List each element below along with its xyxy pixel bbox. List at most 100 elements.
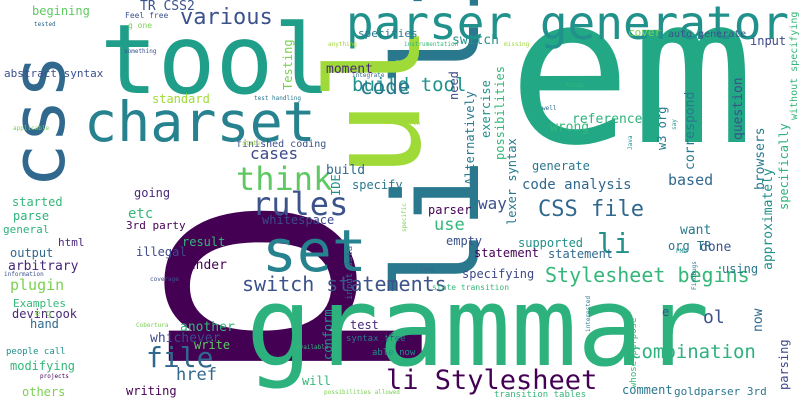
- word-arbitrary: arbitrary: [8, 259, 79, 274]
- word-whitespace: whitespace: [262, 213, 335, 227]
- word-parsing: parsing: [777, 339, 791, 390]
- word-exercise: exercise: [479, 80, 493, 138]
- word-hand: hand: [30, 317, 59, 331]
- word-input-data: input data: [345, 245, 355, 300]
- word-cover: cover: [628, 26, 662, 39]
- word-statement: statement: [548, 247, 614, 261]
- word-static: static: [372, 332, 394, 339]
- word-li-stylesheet: li Stylesheet: [386, 365, 598, 396]
- word-moment: moment: [326, 62, 373, 77]
- word-file: file: [146, 341, 214, 374]
- word-anything: anything: [328, 41, 357, 48]
- word-specific: specific: [401, 203, 408, 232]
- word-able-now: able now: [372, 348, 416, 358]
- word-done: done: [700, 240, 732, 255]
- word-supported: supported: [518, 236, 584, 250]
- word-switch: switch: [452, 33, 499, 48]
- word-html: html: [58, 236, 85, 249]
- word-want: want: [680, 223, 712, 238]
- word-kinds: kinds: [566, 82, 585, 89]
- word-examples: Examples: [13, 297, 66, 310]
- word-parse: parse: [13, 209, 50, 223]
- word-charset: charset: [84, 90, 316, 154]
- word-worth: worth: [402, 120, 421, 127]
- word-write: write: [194, 338, 231, 352]
- word-possibilities-allowed: possibilities allowed: [324, 389, 400, 396]
- word-illegal: illegal: [136, 245, 187, 259]
- word-generate: generate: [532, 159, 590, 173]
- word-code-analysis: code analysis: [522, 177, 632, 193]
- word-plugin: plugin: [10, 276, 65, 294]
- word-render: render: [180, 258, 227, 273]
- word-alternatively: Alternatively: [463, 91, 477, 185]
- word-syntax-tree: syntax tree: [346, 334, 406, 344]
- word-devincook: devincook: [12, 307, 78, 321]
- word-statement-2: statement: [474, 246, 540, 260]
- word-something: something: [124, 48, 157, 55]
- word-feel-free: Feel free: [125, 11, 169, 20]
- word-empty: empty: [446, 234, 483, 248]
- word-applicable: applicable: [13, 125, 50, 132]
- word-others: others: [22, 385, 66, 399]
- word-coverage: coverage: [150, 276, 179, 283]
- word-output: output: [10, 246, 54, 260]
- word-general: general: [3, 223, 50, 236]
- word-ide: IDE: [329, 174, 343, 196]
- word-wrong: wrong: [550, 120, 590, 135]
- word-question: question: [731, 77, 746, 140]
- word-parser-generator: parser generator: [346, 0, 790, 50]
- word-combination: combination: [630, 341, 756, 363]
- word-lexer-syntax: lexer syntax: [505, 138, 519, 225]
- word-correspond: correspond: [683, 91, 698, 170]
- word-well: well: [542, 105, 557, 112]
- word-tr-css2: TR CSS2: [140, 0, 195, 14]
- word-people-call: people call: [6, 347, 66, 357]
- word-based: based: [668, 171, 714, 189]
- word-test: test: [350, 318, 379, 332]
- word-href: href: [176, 365, 217, 385]
- word-specifying: specifying: [462, 267, 535, 281]
- word-build-tool: build tool: [352, 74, 467, 96]
- word-state-transition: state transition: [432, 283, 510, 292]
- word-integrate: integrate: [352, 72, 385, 79]
- word-information: information: [4, 271, 44, 278]
- word-pmd: PMD: [676, 248, 687, 255]
- word-use: use: [434, 215, 465, 235]
- word-parser: parser: [428, 203, 472, 217]
- word-e-g: e g: [35, 309, 52, 319]
- word-begining: begining: [32, 4, 90, 18]
- word-instrumentation: instrumentation: [404, 41, 459, 48]
- word-various: various: [180, 5, 273, 30]
- word-state: state: [242, 140, 261, 147]
- word-switch-statements: switch statements: [242, 272, 447, 296]
- word-will: will: [302, 374, 331, 388]
- word-java: Java: [627, 135, 634, 150]
- word-started: started: [12, 195, 63, 209]
- word-reference: reference: [572, 112, 643, 127]
- word-findbugs: FindBugs: [691, 261, 698, 290]
- word-available: available: [296, 344, 329, 351]
- word-grammar: grammar: [246, 263, 710, 391]
- word-whose-purpose: whose purpose: [629, 317, 639, 388]
- word-interested: interested: [585, 295, 592, 332]
- word-tool: tool: [100, 4, 332, 116]
- word-whichever: whichever: [150, 331, 221, 346]
- word-transition-tables: transition tables: [494, 390, 587, 400]
- word-3rd-party: 3rd party: [126, 219, 186, 232]
- word-em: em: [508, 0, 755, 191]
- word-goldparser-3rd: goldparser 3rd: [674, 385, 767, 398]
- word-e: e: [662, 305, 670, 319]
- word-testing: Testing: [281, 39, 295, 90]
- word-build: build: [326, 163, 366, 178]
- word-set: set: [262, 217, 367, 285]
- word-going: going: [134, 186, 171, 200]
- word-ol: ol: [703, 307, 725, 328]
- word-css-file: CSS file: [538, 197, 644, 222]
- word-emma: Emma: [420, 266, 435, 273]
- word-result: result: [182, 235, 226, 249]
- word-li: li: [597, 227, 631, 260]
- word-way: way: [478, 194, 507, 213]
- word-writing: writing: [126, 384, 177, 398]
- word-another: another: [180, 320, 235, 335]
